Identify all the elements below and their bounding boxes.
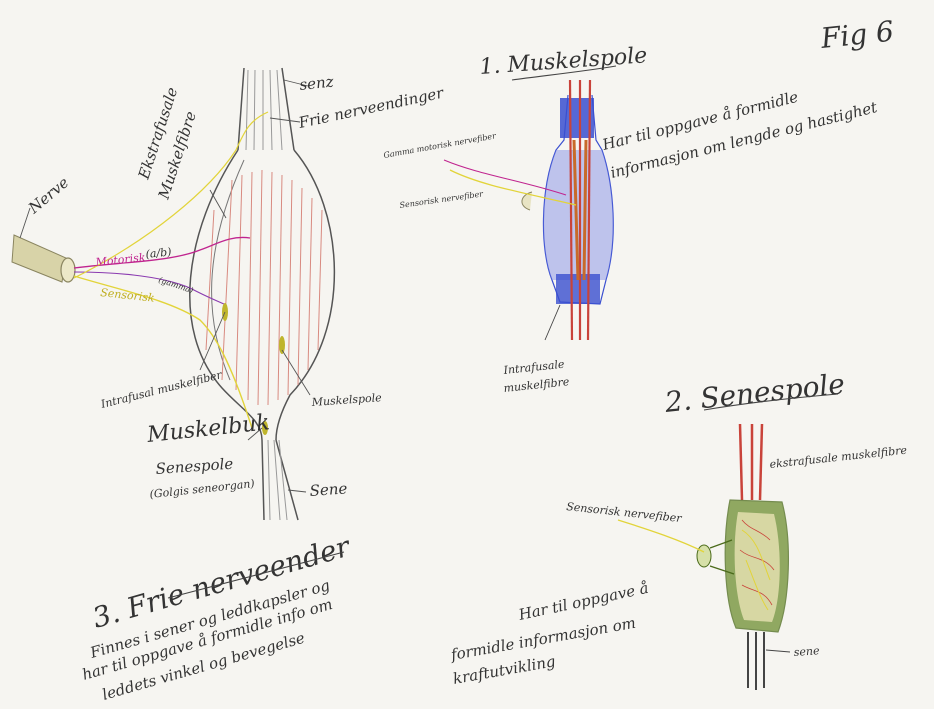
label-tendon-organ-line2: (Golgis seneorgan) [149,477,255,501]
main-muscle-drawing: senz Frie nerveendinger Ekstrafusale Mus… [12,68,446,520]
tendon-top-hatching [246,70,282,150]
label-intrafusal-line1: Intrafusale [502,358,566,377]
label-gamma-fiber: Gamma motorisk nervefiber [383,131,498,160]
figure-label: Fig 6 [818,15,895,56]
nerve-trunk [12,235,66,282]
section-free-nerve-endings: 3. Frie nerveender Finnes i sener og led… [80,529,355,704]
label-nerve: Nerve [24,173,72,217]
extrafusal-fibres [206,170,322,405]
label-motor-note: (a/b) [145,245,172,261]
tendon-organ-sensory-fiber [618,520,704,552]
label-extrafusal-fibres: ekstrafusale muskelfibre [769,444,908,471]
label-tendon: sene [793,644,820,659]
label-sensory: Sensorisk [100,286,156,305]
label-intrafusal: Intrafusal muskelfiber [99,368,224,411]
nerve-cut-end [61,258,75,282]
label-tendon-organ-line1: Senespole [155,455,234,478]
tendon-organ-nerve-entry [697,545,711,567]
label-muscle-spindle: Muskelspole [310,391,382,409]
title-tendon-organ: 2. Senespole [662,367,846,419]
tendon-strands [748,632,764,690]
label-spindle-sensory: Sensorisk nervefiber [399,189,485,210]
label-tendon-bottom: Sene [309,479,348,500]
spindle-right-marker [279,336,285,354]
label-muscle-belly: Muskelbuk [145,410,271,448]
section-muscle-spindle: 1. Muskelspole Gamma motorisk nervefiber… [383,43,880,395]
title-muscle-spindle: 1. Muskelspole [479,43,648,80]
tendon-extrafusal-fibres [740,424,762,500]
label-motor: Motorisk [94,251,146,269]
label-gamma: (gamma) [157,275,194,295]
label-tendon-top: senz [299,72,335,93]
section-tendon-organ: 2. Senespole ekstrafusale muskelfibre Se… [449,367,908,690]
tendon-organ-inner [735,512,780,622]
label-intrafusal-line2: muskelfibre [503,375,570,395]
